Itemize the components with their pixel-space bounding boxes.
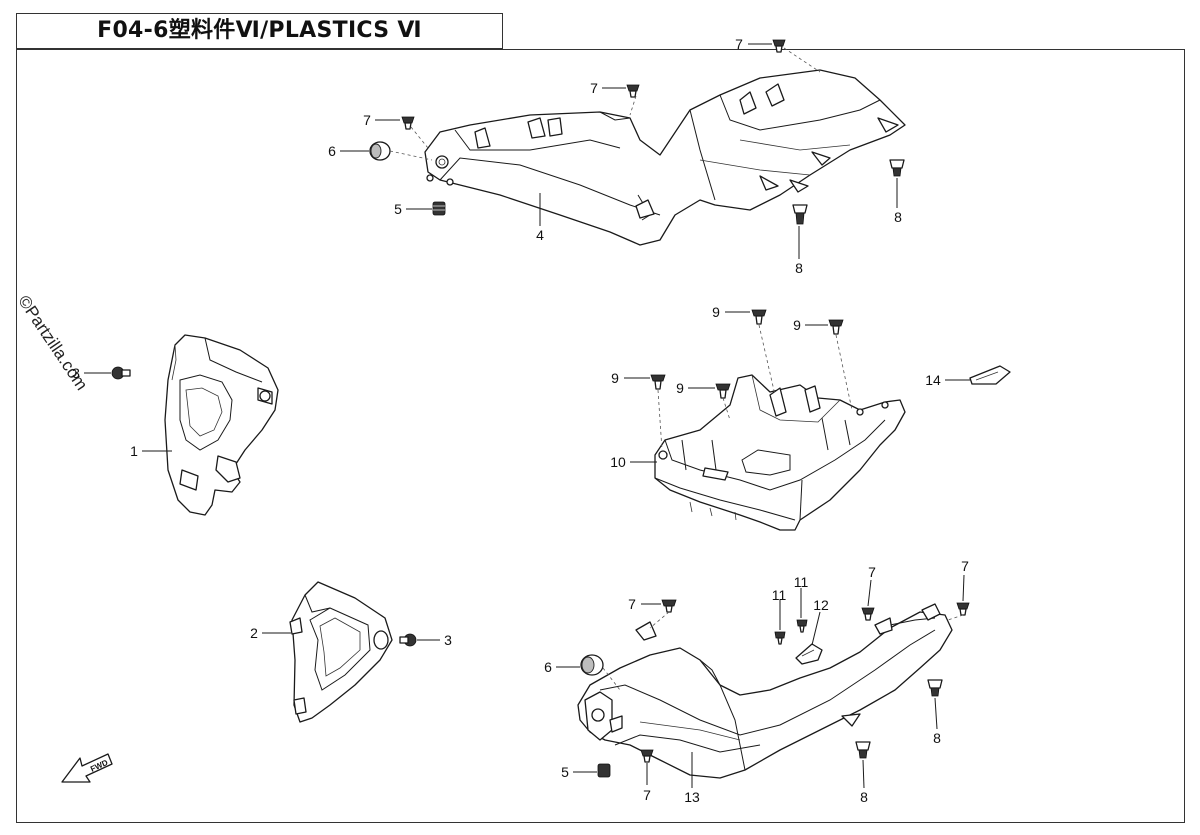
callout-labels: 7 7 7 6 5 4 8 8 3 1 9 9 9 9 14 10 2 3 7 … — [72, 36, 969, 805]
part-11-screws — [774, 619, 808, 645]
part-7-clips-lower — [640, 599, 970, 763]
callout-2: 2 — [250, 625, 258, 641]
part-10-tray — [654, 374, 906, 531]
part-1-left-side-cover — [164, 334, 279, 516]
part-9-screws — [650, 309, 844, 399]
leader-lines — [84, 43, 970, 789]
callout-14: 14 — [925, 372, 941, 388]
callout-8: 8 — [860, 789, 868, 805]
callout-10: 10 — [610, 454, 626, 470]
callout-13: 13 — [684, 789, 700, 805]
part-6-grommet-b — [580, 654, 604, 676]
diagram-title: F04-6塑料件Ⅵ/PLASTICS Ⅵ — [97, 18, 422, 43]
callout-1: 1 — [130, 443, 138, 459]
callout-4: 4 — [536, 227, 544, 243]
callout-7: 7 — [961, 558, 969, 574]
callout-9: 9 — [676, 380, 684, 396]
callout-6: 6 — [544, 659, 552, 675]
callout-11: 11 — [772, 587, 787, 603]
part-14-trim-piece — [969, 365, 1011, 385]
part-8-push-rivet-b — [792, 204, 808, 225]
part-8-push-rivet-a — [889, 159, 905, 177]
fwd-label: FWD — [89, 758, 110, 774]
dash-line — [783, 47, 821, 73]
title-box: F04-6塑料件Ⅵ/PLASTICS Ⅵ — [16, 13, 503, 49]
dash-line — [657, 389, 663, 451]
part-7-clip-c — [401, 116, 415, 130]
dash-line — [602, 667, 621, 691]
part-7-clip-a — [772, 39, 786, 53]
callout-7: 7 — [868, 564, 876, 580]
callout-7: 7 — [735, 36, 743, 52]
callout-12: 12 — [813, 597, 829, 613]
diagram-frame — [16, 49, 1185, 823]
dash-line — [722, 397, 731, 421]
part-2-small-side-cover — [289, 581, 393, 723]
part-12-clip — [795, 643, 823, 665]
callout-3: 3 — [444, 632, 452, 648]
fwd-arrow-icon: FWD — [61, 753, 113, 783]
callout-3: 3 — [72, 365, 80, 381]
callout-11: 11 — [794, 574, 809, 590]
callout-9: 9 — [793, 317, 801, 333]
part-7-clip-b — [626, 84, 640, 98]
part-3-bolt-a — [111, 366, 131, 380]
callout-8: 8 — [933, 730, 941, 746]
dash-line — [410, 126, 429, 149]
dash-line — [835, 334, 853, 411]
callout-9: 9 — [611, 370, 619, 386]
callout-7: 7 — [590, 80, 598, 96]
callout-5: 5 — [561, 764, 569, 780]
callout-9: 9 — [712, 304, 720, 320]
callout-7: 7 — [643, 787, 651, 803]
dash-line — [947, 614, 964, 621]
callout-7: 7 — [628, 596, 636, 612]
part-8-push-rivets-lower — [855, 679, 943, 759]
callout-8: 8 — [795, 260, 803, 276]
dash-line — [389, 150, 433, 161]
part-6-grommet-a — [369, 141, 391, 161]
part-13-lower-side-panel — [577, 603, 953, 779]
part-5-spring-nut-b — [597, 763, 611, 778]
callout-8: 8 — [894, 209, 902, 225]
callout-6: 6 — [328, 143, 336, 159]
dash-line — [629, 95, 637, 116]
callout-5: 5 — [394, 201, 402, 217]
callout-7: 7 — [363, 112, 371, 128]
part-4-upper-side-panel — [424, 69, 906, 246]
dash-line — [649, 611, 670, 629]
part-3-bolt-b — [399, 633, 417, 647]
part-5-spring-nut-a — [432, 201, 446, 216]
